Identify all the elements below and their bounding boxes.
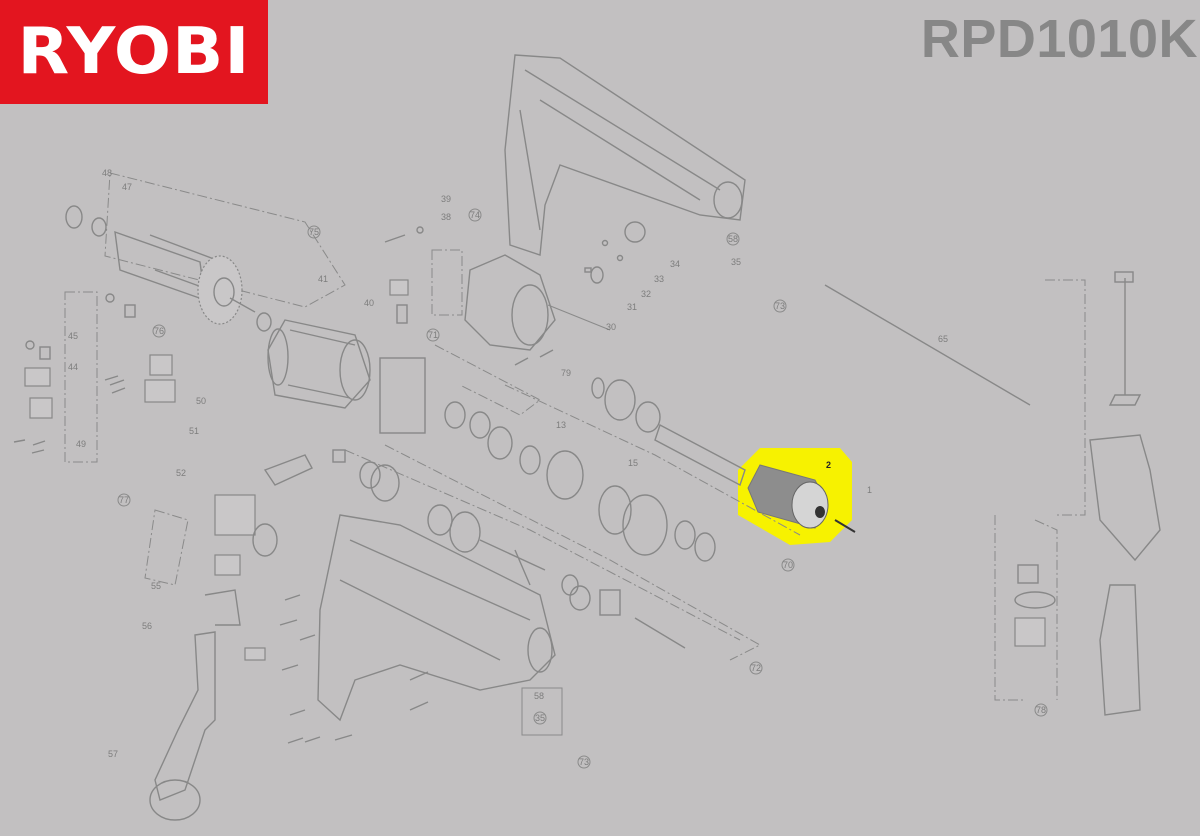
svg-text:50: 50 xyxy=(196,396,206,406)
svg-text:32: 32 xyxy=(641,289,651,299)
svg-text:57: 57 xyxy=(108,749,118,759)
screws xyxy=(279,594,429,744)
gearbox-cover xyxy=(464,254,611,366)
svg-text:15: 15 xyxy=(628,458,638,468)
svg-text:34: 34 xyxy=(670,259,680,269)
svg-text:52: 52 xyxy=(176,468,186,478)
svg-text:76: 76 xyxy=(154,326,164,336)
svg-text:51: 51 xyxy=(189,426,199,436)
svg-text:70: 70 xyxy=(783,560,793,570)
svg-text:74: 74 xyxy=(470,210,480,220)
stator xyxy=(267,319,371,409)
svg-text:13: 13 xyxy=(556,420,566,430)
svg-text:44: 44 xyxy=(68,362,78,372)
model-number: RPD1010K xyxy=(920,9,1198,69)
svg-text:72: 72 xyxy=(751,663,761,673)
armature-assembly xyxy=(65,172,346,332)
ryobi-logo: RYOBI xyxy=(0,0,268,104)
switch-and-cable xyxy=(144,454,313,821)
svg-text:1: 1 xyxy=(867,485,872,495)
svg-text:39: 39 xyxy=(441,194,451,204)
svg-text:35: 35 xyxy=(535,713,545,723)
svg-text:38: 38 xyxy=(441,212,451,222)
svg-text:31: 31 xyxy=(627,302,637,312)
svg-text:71: 71 xyxy=(428,330,438,340)
svg-text:58: 58 xyxy=(534,691,544,701)
svg-text:73: 73 xyxy=(579,757,589,767)
brush-assembly xyxy=(13,291,176,463)
svg-text:49: 49 xyxy=(76,439,86,449)
svg-text:73: 73 xyxy=(775,301,785,311)
svg-text:41: 41 xyxy=(318,274,328,284)
svg-text:30: 30 xyxy=(606,322,616,332)
svg-text:2: 2 xyxy=(826,460,831,470)
svg-text:78: 78 xyxy=(1036,705,1046,715)
svg-text:48: 48 xyxy=(102,168,112,178)
housing-half-lower xyxy=(317,514,563,736)
svg-text:40: 40 xyxy=(364,298,374,308)
svg-text:47: 47 xyxy=(122,182,132,192)
svg-text:79: 79 xyxy=(561,368,571,378)
svg-text:58: 58 xyxy=(728,234,738,244)
svg-text:33: 33 xyxy=(654,274,664,284)
logo-text: RYOBI xyxy=(17,15,251,89)
svg-text:35: 35 xyxy=(731,257,741,267)
svg-text:65: 65 xyxy=(938,334,948,344)
housing-half-upper xyxy=(504,54,746,256)
gear-train xyxy=(332,344,801,661)
side-handle-assembly xyxy=(994,271,1161,716)
depth-rod xyxy=(824,284,1031,406)
svg-text:45: 45 xyxy=(68,331,78,341)
svg-text:77: 77 xyxy=(119,495,129,505)
keyless-chuck[interactable] xyxy=(747,464,856,533)
svg-text:55: 55 xyxy=(151,581,161,591)
svg-text:56: 56 xyxy=(142,621,152,631)
switch-parts xyxy=(384,221,646,324)
svg-text:75: 75 xyxy=(309,227,319,237)
